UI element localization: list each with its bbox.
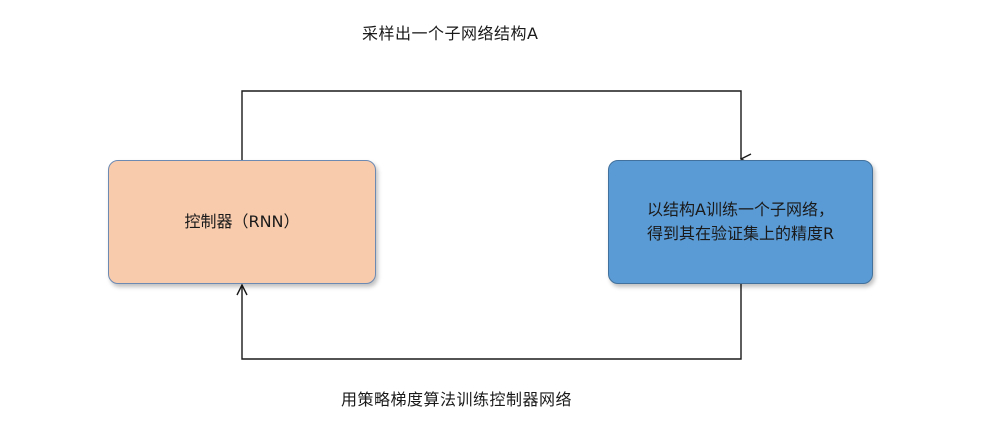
train-label-line2: 得到其在验证集上的精度R [646, 224, 835, 243]
train-evaluate-node: 以结构A训练一个子网络， 得到其在验证集上的精度R [608, 160, 873, 284]
bottom-edge-label: 用策略梯度算法训练控制器网络 [341, 390, 573, 409]
top-connector-arrow [241, 90, 741, 160]
train-label-line1: 以结构A训练一个子网络， [647, 200, 834, 219]
top-edge-label: 采样出一个子网络结构A [362, 24, 539, 43]
controller-node: 控制器（RNN） [108, 160, 376, 284]
controller-label: 控制器（RNN） [184, 212, 300, 231]
bottom-connector-arrow [242, 284, 742, 360]
